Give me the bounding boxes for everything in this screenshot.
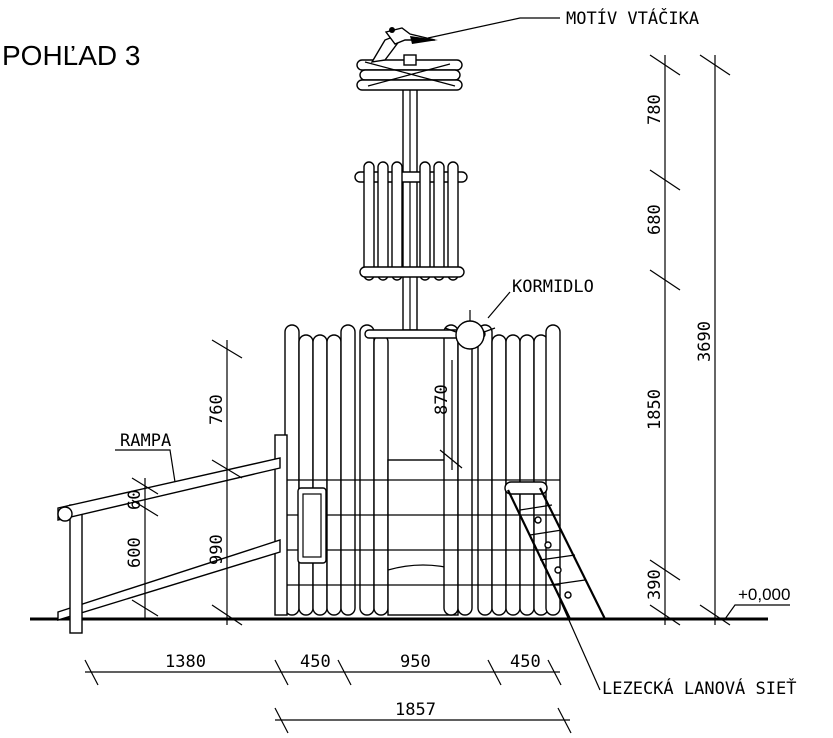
dim-450-left: 450 bbox=[300, 652, 331, 672]
net-label: LEZECKÁ LANOVÁ SIEŤ bbox=[602, 677, 796, 699]
dim-390: 390 bbox=[645, 569, 665, 600]
dim-1380: 1380 bbox=[165, 652, 206, 672]
bird-leader-line bbox=[427, 17, 560, 39]
dim-1850: 1850 bbox=[645, 389, 665, 430]
mast bbox=[402, 69, 418, 331]
dim-950: 950 bbox=[400, 652, 431, 672]
net-leader-line bbox=[559, 599, 601, 691]
dim-870: 870 bbox=[432, 384, 452, 415]
dim-600: 600 bbox=[125, 537, 145, 568]
bird-label: MOTÍV VTÁČIKA bbox=[566, 7, 699, 29]
ramp-label: RAMPA bbox=[120, 431, 171, 451]
bird-icon bbox=[370, 27, 438, 63]
dim-450-right: 450 bbox=[510, 652, 541, 672]
dim-990: 990 bbox=[207, 534, 227, 565]
level-marker bbox=[724, 604, 790, 620]
dim-right-chain bbox=[649, 54, 731, 626]
helm-leader-line bbox=[487, 291, 511, 319]
climbing-net bbox=[504, 481, 606, 620]
dim-left-chain bbox=[131, 339, 463, 626]
dim-780: 780 bbox=[645, 94, 665, 125]
dim-60: 60 bbox=[125, 490, 145, 510]
helm-icon bbox=[444, 310, 496, 350]
dim-680: 680 bbox=[645, 204, 665, 235]
ramp-leader-line bbox=[115, 449, 176, 483]
view-title: POHĽAD 3 bbox=[2, 40, 141, 71]
dim-1857: 1857 bbox=[395, 700, 436, 720]
helm-label: KORMIDLO bbox=[512, 277, 594, 297]
dim-3690: 3690 bbox=[695, 321, 715, 362]
tower bbox=[274, 324, 561, 616]
bird-nest bbox=[356, 54, 463, 91]
crows-nest-basket bbox=[354, 161, 468, 281]
level-label: +0,000 bbox=[738, 585, 790, 604]
dim-bottom-chain bbox=[84, 659, 572, 734]
ramp bbox=[57, 457, 281, 634]
dim-760: 760 bbox=[207, 394, 227, 425]
